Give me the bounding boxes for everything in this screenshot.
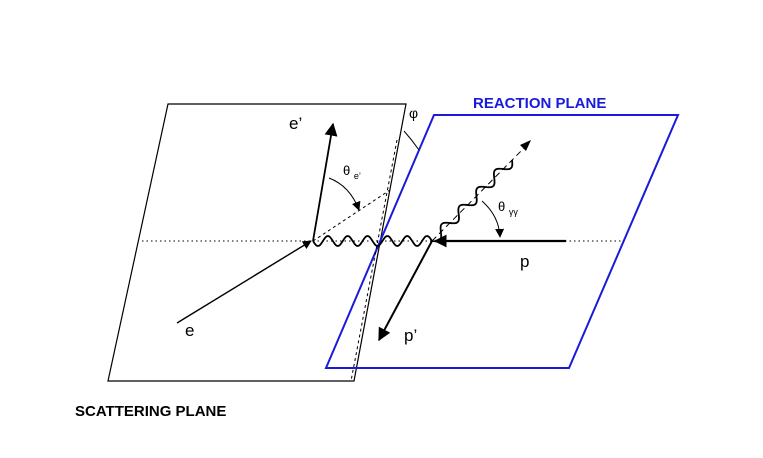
real-photon-direction-line xyxy=(431,143,529,242)
outgoing-proton-label: p’ xyxy=(404,326,417,345)
theta-e-angle-arc xyxy=(328,177,361,211)
theta-gg-subscript: γγ xyxy=(509,207,519,217)
phi-label: φ xyxy=(409,105,418,121)
virtual-photon-wave xyxy=(312,235,433,247)
theta-e-symbol: θ xyxy=(343,163,350,178)
theta-gg-symbol: θ xyxy=(498,199,505,214)
outgoing-proton-arrow xyxy=(378,240,433,342)
scattered-electron-label: e’ xyxy=(289,114,302,133)
reaction-plane xyxy=(324,114,680,369)
reaction-plane-title: REACTION PLANE xyxy=(473,95,606,112)
real-photon-arrowhead xyxy=(520,140,531,151)
theta-e-label: θ e’ xyxy=(343,163,361,181)
incoming-proton-label: p xyxy=(520,252,529,271)
phi-angle-arc xyxy=(403,130,420,151)
incoming-electron-label: e xyxy=(185,321,194,340)
theta-gg-label: θ γγ xyxy=(498,199,518,217)
incoming-electron-arrow xyxy=(176,240,312,324)
real-photon-wave xyxy=(431,159,514,243)
scattering-plane-title: SCATTERING PLANE xyxy=(75,403,226,420)
theta-e-subscript: e’ xyxy=(354,171,361,181)
plane-intersection-line xyxy=(350,139,398,382)
scattered-electron-arrow xyxy=(312,122,338,242)
theta-gg-angle-arc xyxy=(481,200,505,238)
scattering-plane xyxy=(107,103,407,382)
virtual-photon-direction-line xyxy=(312,189,391,242)
